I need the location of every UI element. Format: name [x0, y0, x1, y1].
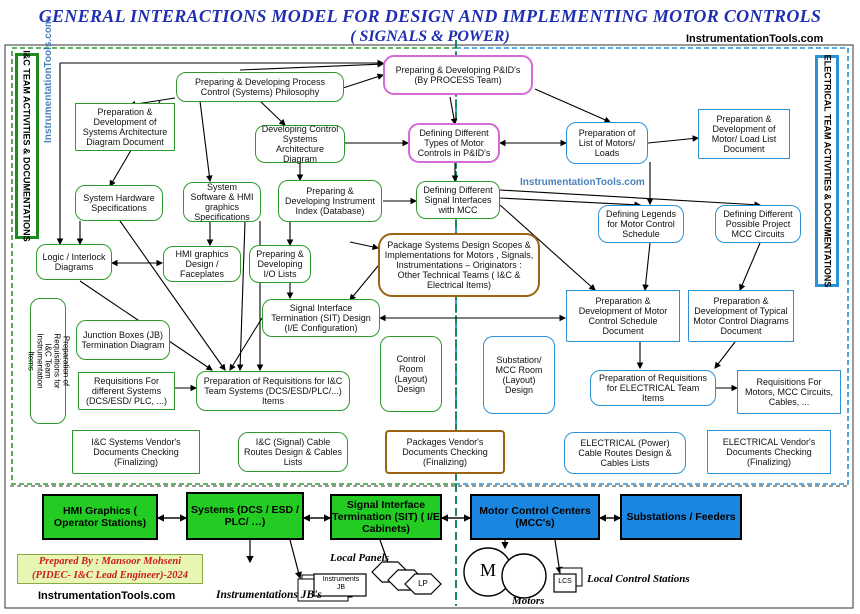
- sit-design-box: Signal Interface Termination (SIT) Desig…: [262, 299, 380, 337]
- hardware-specs-box: System Hardware Specifications: [75, 185, 163, 221]
- legends-box: Defining Legends for Motor Control Sched…: [598, 205, 684, 243]
- control-architecture-box: Developing Control Systems Architecture …: [255, 124, 345, 164]
- possible-mcc-box: Defining Different Possible Project MCC …: [715, 205, 801, 243]
- diagram-subtitle: ( SIGNALS & POWER): [350, 28, 510, 45]
- signal-interfaces-box: Defining Different Signal Interfaces wit…: [416, 181, 500, 219]
- instrumentation-jbs-label: Instrumentations JB's: [216, 589, 322, 601]
- electrical-cable-routes-box: ELECTRICAL (Power) Cable Routes Design &…: [564, 432, 686, 474]
- website-footer: InstrumentationTools.com: [38, 590, 176, 602]
- instruments-jb-symbol: Instruments JB: [322, 576, 360, 591]
- prepared-by-stamp: Prepared By : Mansoor Mohseni (PIDEC- I&…: [17, 554, 203, 584]
- prepared-by-line2: (PIDEC- I&C Lead Engineer)-2024: [31, 569, 189, 581]
- package-systems-box: Package Systems Design Scopes & Implemen…: [378, 233, 540, 297]
- ic-requisitions-box: Preparation of Requisitions for I&C Team…: [196, 371, 350, 411]
- io-lists-box: Preparing & Developing I/O Lists: [249, 245, 311, 283]
- motors-requisitions-doc: Requisitions For Motors, MCC Circuits, C…: [737, 370, 841, 414]
- packages-vendor-doc: Packages Vendor's Documents Checking (Fi…: [385, 430, 505, 474]
- motor-control-types-box: Defining Different Types of Motor Contro…: [408, 123, 500, 163]
- local-panel-symbol: LP: [418, 579, 428, 588]
- diagram-title: GENERAL INTERACTIONS MODEL FOR DESIGN AN…: [38, 6, 822, 26]
- lcs-symbol: LCS: [558, 578, 572, 585]
- watermark-center: InstrumentationTools.com: [520, 177, 645, 188]
- systems-requisitions-doc: Requisitions For different Systems (DCS/…: [78, 372, 175, 410]
- systems-block: Systems (DCS / ESD / PLC/ …): [186, 492, 304, 540]
- motor-load-doc: Preparation & Development of Motor/ Load…: [698, 109, 790, 159]
- substation-room-box: Substation/ MCC Room (Layout) Design: [483, 336, 555, 414]
- systems-architecture-doc: Preparation & Development of Systems Arc…: [75, 103, 175, 151]
- sit-cabinets-block: Signal Interface Termination (SIT) ( I/E…: [330, 494, 442, 540]
- motor-symbol: M: [479, 560, 496, 580]
- philosophy-box: Preparing & Developing Process Control (…: [176, 72, 344, 102]
- website-label: InstrumentationTools.com: [686, 33, 824, 45]
- hmi-graphics-block: HMI Graphics ( Operator Stations): [42, 494, 158, 540]
- electrical-vendor-doc: ELECTRICAL Vendor's Documents Checking (…: [707, 430, 831, 474]
- software-specs-box: System Software & HMI graphics Specifica…: [183, 182, 261, 222]
- local-panels-label: Local Panels: [330, 552, 389, 564]
- local-control-stations-label: Local Control Stations: [587, 573, 690, 585]
- mcc-block: Motor Control Centers (MCC's): [470, 494, 600, 540]
- ic-requisitions-doc: Preparation of Requisitions for I&C Team…: [27, 298, 71, 424]
- pid-box: Preparing & Developing P&ID's (By PROCES…: [383, 55, 533, 95]
- ic-team-side-label: I&C TEAM ACTIVITIES & DOCUMENTATIONS: [15, 50, 39, 242]
- motor-schedule-doc: Preparation & Development of Motor Contr…: [566, 290, 680, 342]
- junction-boxes-box: Junction Boxes (JB) Termination Diagram: [76, 320, 170, 360]
- ic-vendor-doc: I&C Systems Vendor's Documents Checking …: [72, 430, 200, 474]
- prepared-by-line1: Prepared By : Mansoor Mohseni: [38, 556, 182, 567]
- typical-diagrams-doc: Preparation & Development of Typical Mot…: [688, 290, 794, 342]
- motors-label: Motors: [512, 595, 545, 607]
- hmi-design-box: HMI graphics Design / Faceplates: [163, 246, 241, 282]
- electrical-requisitions-box: Preparation of Requisitions for ELECTRIC…: [590, 370, 716, 406]
- motor-list-box: Preparation of List of Motors/ Loads: [566, 122, 648, 164]
- ic-cable-routes-box: I&C (Signal) Cable Routes Design & Cable…: [238, 432, 348, 472]
- control-room-box: Control Room (Layout) Design: [380, 336, 442, 412]
- substations-block: Substations / Feeders: [620, 494, 742, 540]
- logic-interlock-box: Logic / Interlock Diagrams: [36, 244, 112, 280]
- instrument-index-box: Preparing & Developing Instrument Index …: [278, 180, 382, 222]
- electrical-team-side-label: ELECTRICAL TEAM ACTIVITIES & DOCUMENTATI…: [815, 55, 839, 287]
